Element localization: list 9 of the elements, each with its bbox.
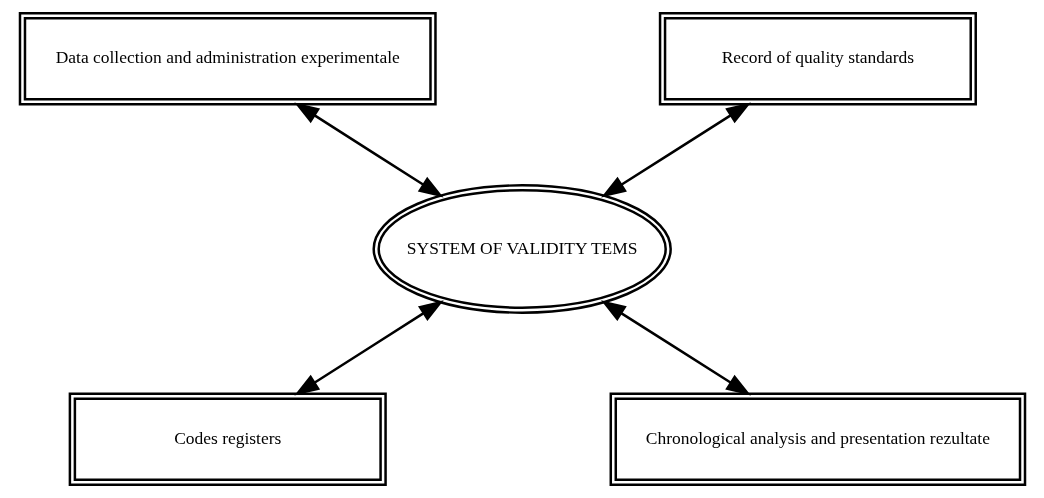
arrow bbox=[600, 102, 751, 198]
node-box: Codes registers bbox=[68, 392, 387, 487]
node-box: Chronological analysis and presentation rezultate bbox=[609, 392, 1026, 487]
arrow bbox=[293, 300, 444, 396]
arrow bbox=[600, 300, 751, 396]
node-box: Data collection and administration experimentale bbox=[18, 11, 437, 106]
arrow bbox=[293, 102, 444, 198]
node-ellipse: SYSTEM OF VALIDITY TEMS bbox=[371, 184, 672, 314]
node-box: Record of quality standards bbox=[658, 11, 977, 106]
